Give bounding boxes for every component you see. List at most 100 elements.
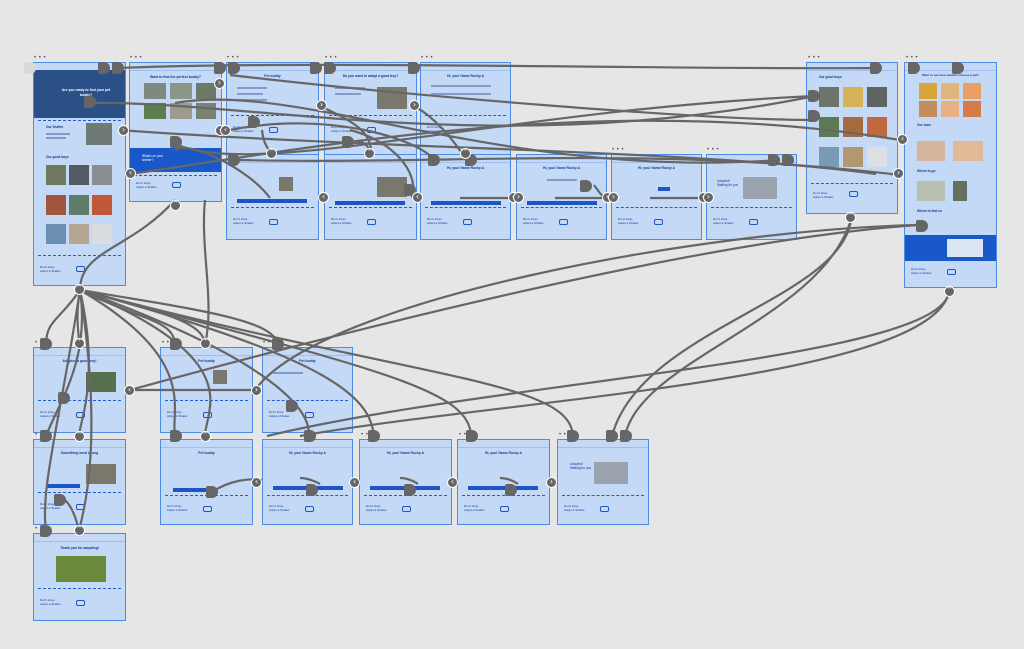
dog-photo[interactable]	[46, 195, 66, 215]
dog-photo[interactable]	[867, 147, 887, 167]
connector-handle[interactable]	[310, 62, 322, 74]
connector-handle[interactable]	[228, 62, 240, 74]
connector-handle[interactable]	[214, 62, 226, 74]
connector-handle[interactable]	[620, 430, 632, 442]
dog-photo[interactable]	[843, 117, 863, 137]
chevron-right-icon[interactable]: ›	[513, 192, 524, 203]
chevron-left-icon[interactable]: ‹	[349, 477, 360, 488]
rocky-form-frame-bl1[interactable]: Hi, you! Name Rocky A Don't shop, Adopt …	[262, 439, 353, 525]
connector-handle[interactable]	[40, 525, 52, 537]
connector-handle[interactable]	[324, 62, 336, 74]
dog-photo[interactable]	[843, 147, 863, 167]
rocky-form-frame-bl3[interactable]: Hi, you! Name Rocky A Don't shop, Adopt …	[457, 439, 550, 525]
chevron-left-icon[interactable]: ‹	[318, 192, 329, 203]
connector-handle[interactable]	[368, 430, 380, 442]
home-frame[interactable]: Are you ready to find your pet buddy? Ou…	[33, 62, 126, 286]
dog-photo[interactable]	[867, 87, 887, 107]
pet-buddy-frame-bl2[interactable]: Pet buddy Don't shop, Adopt a Shelter	[262, 347, 353, 433]
connector-handle[interactable]	[170, 430, 182, 442]
dog-photo[interactable]	[92, 224, 112, 244]
chevron-up-icon[interactable]: ˄	[460, 148, 471, 159]
chevron-left-icon[interactable]: ‹	[412, 192, 423, 203]
adopt-frame-2[interactable]: Don't shop, Adopt a Shelter	[324, 154, 417, 240]
dog-photo[interactable]	[69, 195, 89, 215]
dog-photo[interactable]	[46, 165, 66, 185]
connector-handle[interactable]	[206, 486, 218, 498]
dog-photo[interactable]	[46, 224, 66, 244]
chevron-right-icon[interactable]: ›	[546, 477, 557, 488]
connector-handle[interactable]	[112, 62, 124, 74]
chevron-down-icon[interactable]: ˅	[200, 338, 211, 349]
connector-handle[interactable]	[428, 154, 440, 166]
rocky-form-frame-3[interactable]: Hi, you! Name Rocky A Don't shop, Adopt …	[516, 154, 607, 240]
submit-button[interactable]	[468, 486, 538, 490]
chevron-right-icon[interactable]: ›	[214, 78, 225, 89]
connector-handle[interactable]	[567, 430, 579, 442]
dog-photo[interactable]	[819, 87, 839, 107]
pet-buddy-frame-bl[interactable]: Pet buddy Don't shop, Adopt a Shelter	[160, 347, 253, 433]
submit-button[interactable]	[431, 201, 501, 205]
pet-finder-frame[interactable]: Want to find the perfect buddy? What's o…	[129, 62, 222, 202]
connector-handle[interactable]	[808, 90, 820, 102]
form-field[interactable]	[431, 85, 491, 87]
rocky-form-frame-4[interactable]: Hi, you! Name Rocky A Don't shop, Adopt …	[611, 154, 702, 240]
chevron-right-icon[interactable]: ›	[608, 192, 619, 203]
connector-handle[interactable]	[304, 430, 316, 442]
connector-handle[interactable]	[170, 338, 182, 350]
pet-buddy-frame[interactable]: Pet buddy Don't shop, Adopt a Shelter	[226, 62, 319, 157]
dog-photo[interactable]	[92, 165, 112, 185]
adopted-frame[interactable]: Adopted! Waiting for you Don't shop, Ado…	[706, 154, 797, 240]
error-frame[interactable]: Something went wrong Don't shop, Adopt a…	[33, 439, 126, 525]
chevron-up-icon[interactable]: ˄	[74, 525, 85, 536]
chevron-right-icon[interactable]: ›	[893, 168, 904, 179]
adopted-frame-bl[interactable]: Adopted! Waiting for you Don't shop, Ado…	[557, 439, 649, 525]
pet-buddy-frame-2[interactable]: Don't shop, Adopt a Shelter	[226, 154, 319, 240]
connector-handle[interactable]	[952, 62, 964, 74]
chevron-right-icon[interactable]: ›	[316, 100, 327, 111]
connector-handle[interactable]	[342, 136, 354, 148]
submit-button[interactable]	[335, 201, 405, 205]
retry-button[interactable]	[46, 484, 80, 488]
connector-handle[interactable]	[306, 484, 318, 496]
connector-handle[interactable]	[404, 484, 416, 496]
connector-handle[interactable]	[248, 116, 260, 128]
good-boys-frame[interactable]: Our good boys Don't shop, Adopt a Shelte…	[806, 62, 898, 214]
chevron-right-icon[interactable]: ›	[409, 100, 420, 111]
connector-handle[interactable]	[768, 154, 780, 166]
chevron-left-icon[interactable]: ‹	[251, 477, 262, 488]
frame-handle[interactable]	[24, 62, 36, 74]
connector-handle[interactable]	[916, 220, 928, 232]
calendar[interactable]	[547, 179, 577, 181]
dog-photo[interactable]	[69, 224, 89, 244]
connector-handle[interactable]	[466, 430, 478, 442]
connector-handle[interactable]	[908, 62, 920, 74]
dog-photo[interactable]	[819, 117, 839, 137]
chevron-down-icon[interactable]: ˅	[74, 338, 85, 349]
connector-handle[interactable]	[170, 136, 182, 148]
connector-handle[interactable]	[782, 154, 794, 166]
chevron-up-icon[interactable]: ˄	[200, 431, 211, 442]
thank-you-frame[interactable]: Thank you for adopting! Don't shop, Adop…	[33, 533, 126, 621]
connector-handle[interactable]	[286, 400, 298, 412]
connector-handle[interactable]	[58, 392, 70, 404]
chevron-left-icon[interactable]: ‹	[125, 168, 136, 179]
connector-handle[interactable]	[870, 62, 882, 74]
form-field[interactable]	[431, 93, 491, 95]
rocky-form-frame-bl2[interactable]: Hi, you! Name Rocky A Don't shop, Adopt …	[359, 439, 452, 525]
chevron-up-icon[interactable]: ˄	[266, 148, 277, 159]
chevron-up-icon[interactable]: ˄	[74, 284, 85, 295]
connector-handle[interactable]	[272, 338, 284, 350]
chevron-left-icon[interactable]: ‹	[447, 477, 458, 488]
chevron-up-icon[interactable]: ˄	[74, 431, 85, 442]
adopt-question-frame[interactable]: Do you want to adopt a good boy? Don't s…	[324, 62, 417, 157]
chevron-up-icon[interactable]: ˄	[364, 148, 375, 159]
connector-handle[interactable]	[606, 430, 618, 442]
chevron-up-icon[interactable]: ˄	[845, 212, 856, 223]
connector-handle[interactable]	[408, 62, 420, 74]
connector-handle[interactable]	[84, 96, 96, 108]
pet-buddy-frame-bl3[interactable]: Pet buddy Don't shop, Adopt a Shelter	[160, 439, 253, 525]
chevron-right-icon[interactable]: ›	[118, 125, 129, 136]
adopted-boy-frame[interactable]: Adopted a good boy! Don't shop, Adopt a …	[33, 347, 126, 433]
chevron-up-icon[interactable]: ˄	[170, 200, 181, 211]
